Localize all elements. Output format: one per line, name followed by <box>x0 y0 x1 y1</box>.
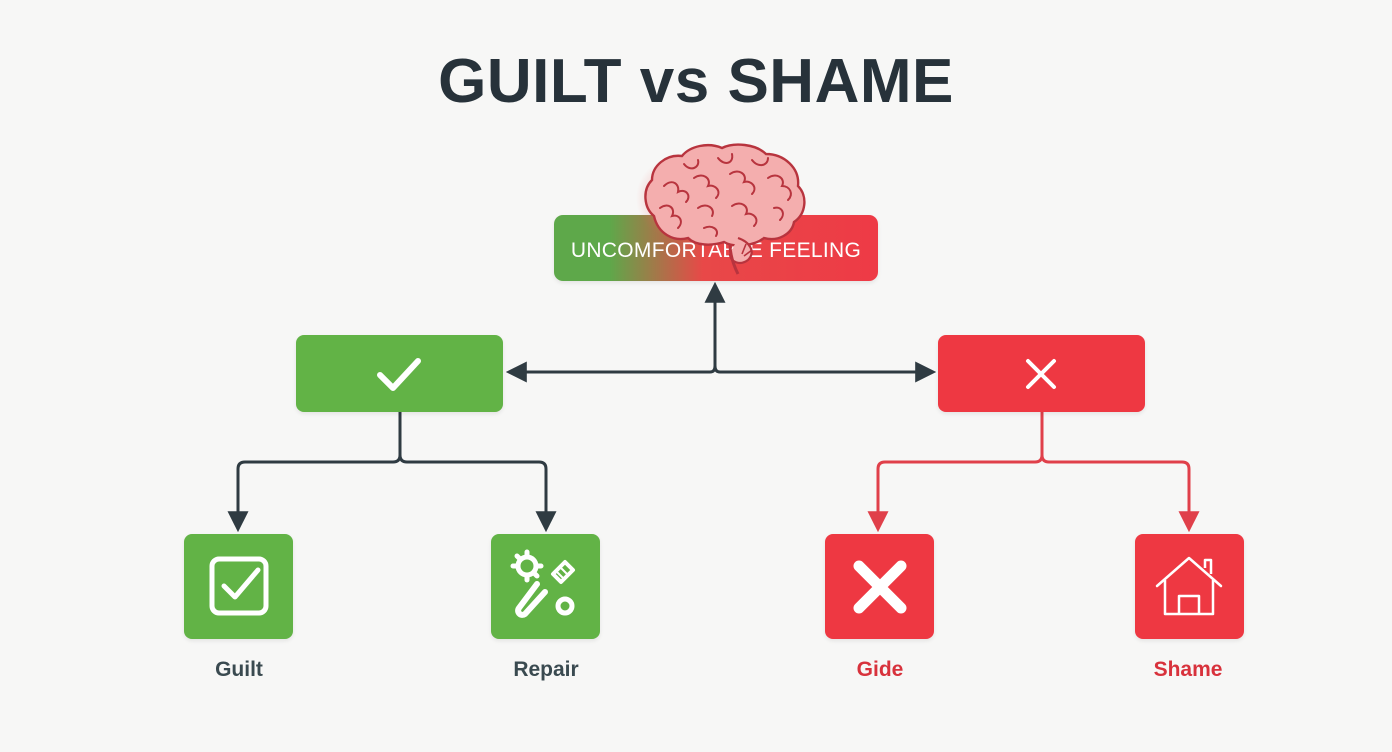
leaf-node-shame <box>1135 534 1244 639</box>
leaf-label-repair: Repair <box>513 658 579 681</box>
checkmark-icon <box>377 358 421 391</box>
leaf-node-guilt <box>184 534 293 639</box>
leaf-label-guilt: Guilt <box>215 658 263 681</box>
connector-to-left-decision <box>510 366 717 372</box>
leaf-label-shame: Shame <box>1153 658 1223 681</box>
tools-icon <box>510 549 575 618</box>
diagram-title: GUILT vs SHAME <box>438 47 954 116</box>
connector-right-to-shame <box>1040 454 1200 533</box>
house-icon <box>1155 556 1223 616</box>
connector-left-trunk <box>227 412 402 533</box>
x-mark-icon <box>1026 359 1056 389</box>
connector-right-trunk <box>867 412 1044 533</box>
root-node-label: UNCOMFORTABLE FEELING <box>570 239 862 262</box>
connector-to-right-decision <box>713 366 932 372</box>
leaf-label-gide: Gide <box>856 658 904 681</box>
x-icon <box>853 560 907 614</box>
connector-left-to-repair <box>398 454 557 533</box>
leaf-node-repair <box>491 534 600 639</box>
brain-icon <box>636 143 806 275</box>
checkbox-icon <box>209 556 269 616</box>
leaf-node-gide <box>825 534 934 639</box>
decision-node-positive <box>296 335 503 412</box>
decision-node-negative <box>938 335 1145 412</box>
